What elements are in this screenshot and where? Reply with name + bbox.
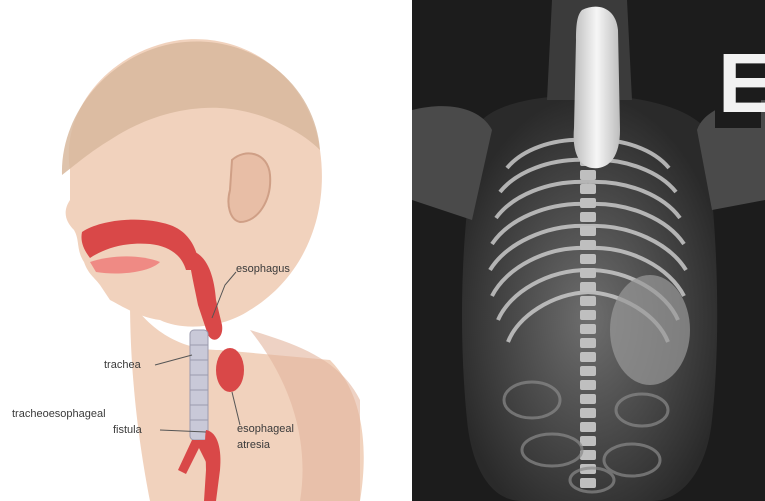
label-atresia: atresia	[237, 439, 271, 451]
infant-illustration-svg: esophagus trachea tracheoesophageal fist…	[0, 0, 405, 501]
label-fistula: fistula	[113, 424, 143, 436]
label-trachea: trachea	[104, 359, 142, 371]
trachea-tube	[190, 330, 208, 440]
xray-gastric-bubble	[610, 275, 690, 385]
label-tracheoesophageal: tracheoesophageal	[12, 408, 106, 420]
label-esophagus: esophagus	[236, 263, 290, 275]
xray-contrast-pouch	[574, 7, 620, 169]
label-esophageal: esophageal	[237, 423, 294, 435]
radiograph-panel: E	[412, 0, 765, 501]
radiograph-svg: E	[412, 0, 765, 501]
tef-illustration: esophagus trachea tracheoesophageal fist…	[0, 0, 405, 501]
xray-side-marker: E	[718, 36, 765, 130]
atresia-pouch	[216, 348, 244, 392]
